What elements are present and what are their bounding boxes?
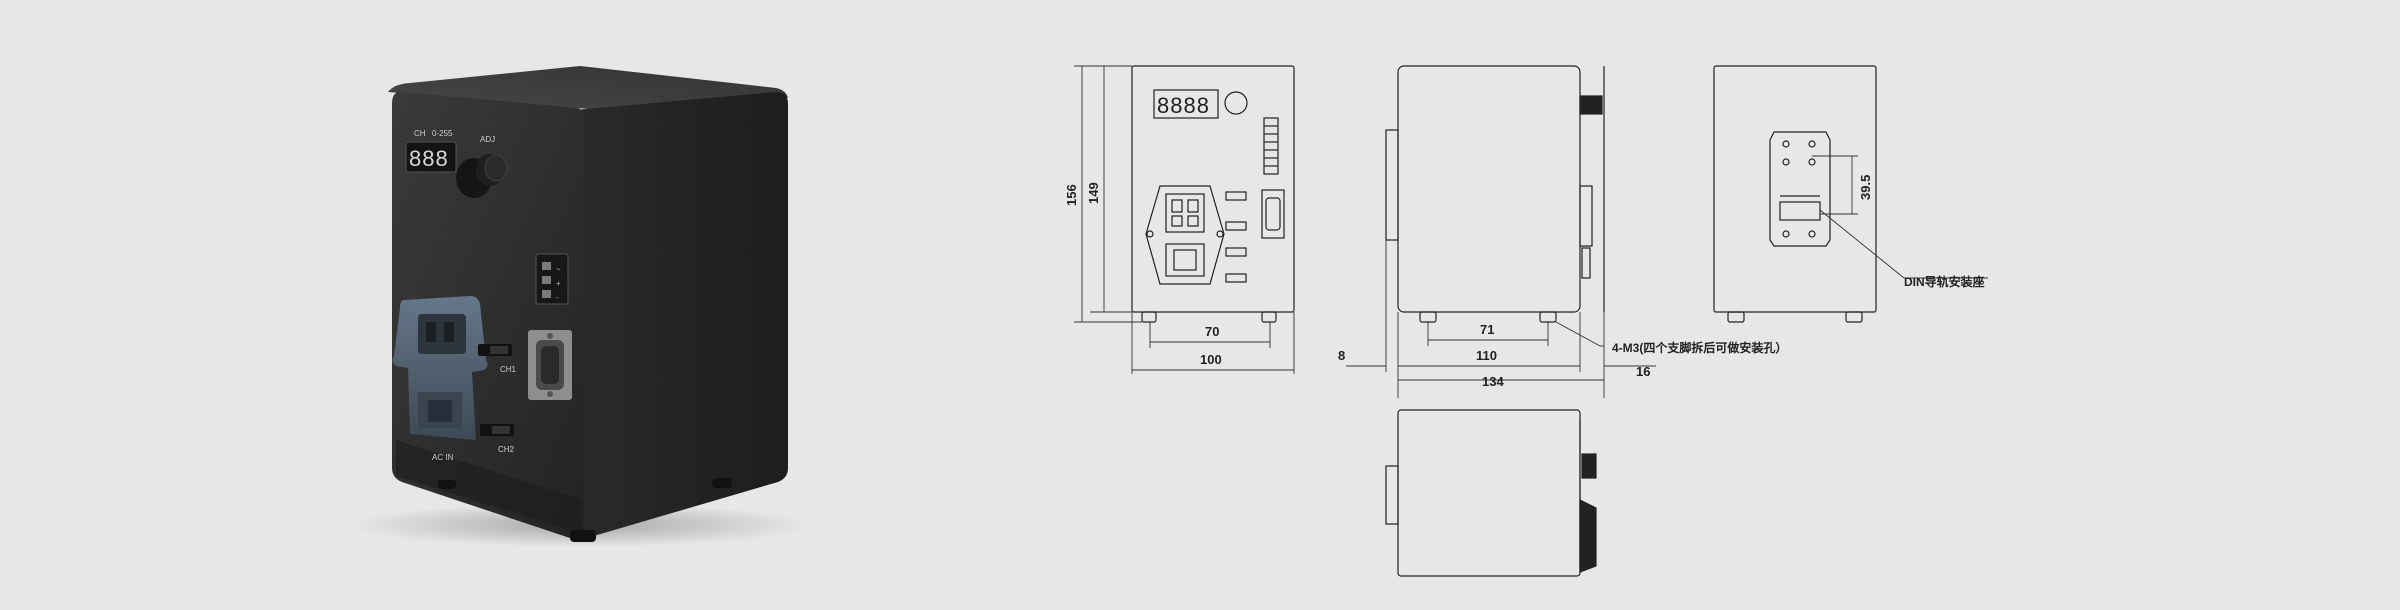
terminal-block: ~ + - [535,253,569,305]
front-dimensions [1074,65,1295,374]
dim-8: 8 [1338,348,1345,363]
dim-110: 110 [1476,348,1497,363]
terminal-strip [1263,117,1279,175]
ch2-output [480,424,514,436]
dim-39-5: 39.5 [1858,175,1873,200]
din-note: DIN导轨安装座 [1904,274,1985,289]
db9-connector [528,330,572,400]
led-display [405,141,457,173]
ac-inlet [392,296,488,440]
rear-view: 39.5 DIN导轨安装座 [1713,65,1988,323]
dim-71: 71 [1480,322,1494,337]
label-range: 0-255 [432,129,453,138]
din-mount [1769,131,1831,247]
top-outline [1397,409,1581,577]
svg-text:-: - [556,293,559,302]
top-view [1385,409,1597,577]
svg-text:+: + [556,279,561,288]
dim-156: 156 [1064,184,1079,206]
db9-outline [1261,189,1285,239]
front-bezel [396,440,582,534]
svg-text:~: ~ [556,265,561,274]
label-adj: ADJ [480,135,495,144]
side-dimensions [1346,240,1656,398]
foot [438,480,456,489]
dim-149: 149 [1086,182,1101,204]
dim-16: 16 [1636,364,1650,379]
side-outline [1397,65,1581,313]
adjust-knob[interactable] [456,154,508,198]
front-view: 8888 [1064,65,1295,374]
dim-134: 134 [1482,374,1504,389]
rear-dimensions [1812,155,1988,279]
label-ch1: CH1 [500,365,517,374]
side-view: 8 71 110 134 16 4-M3(四个支脚拆后可做安装孔） [1338,65,1787,398]
label-ch2: CH2 [498,445,515,454]
rear-outline [1713,65,1877,313]
label-ch: CH [414,129,426,138]
display-window [1153,89,1219,119]
foot [570,530,596,542]
front-outline [1131,65,1295,313]
label-ac-in: AC IN [432,453,454,462]
mount-hole-note: 4-M3(四个支脚拆后可做安装孔） [1612,340,1787,355]
foot [712,478,732,488]
knob-outline [1224,91,1248,115]
housing-side [575,92,788,540]
ch1-output [478,344,512,356]
product-photo: CH 0-255 ADJ 888 ~ + - [350,66,810,547]
dim-100: 100 [1200,352,1222,367]
display-digits: 8888 [1157,93,1210,118]
housing-top [388,66,788,110]
led-digits: 888 [409,146,449,171]
dim-70: 70 [1205,324,1219,339]
inlet-outline [1145,185,1225,285]
